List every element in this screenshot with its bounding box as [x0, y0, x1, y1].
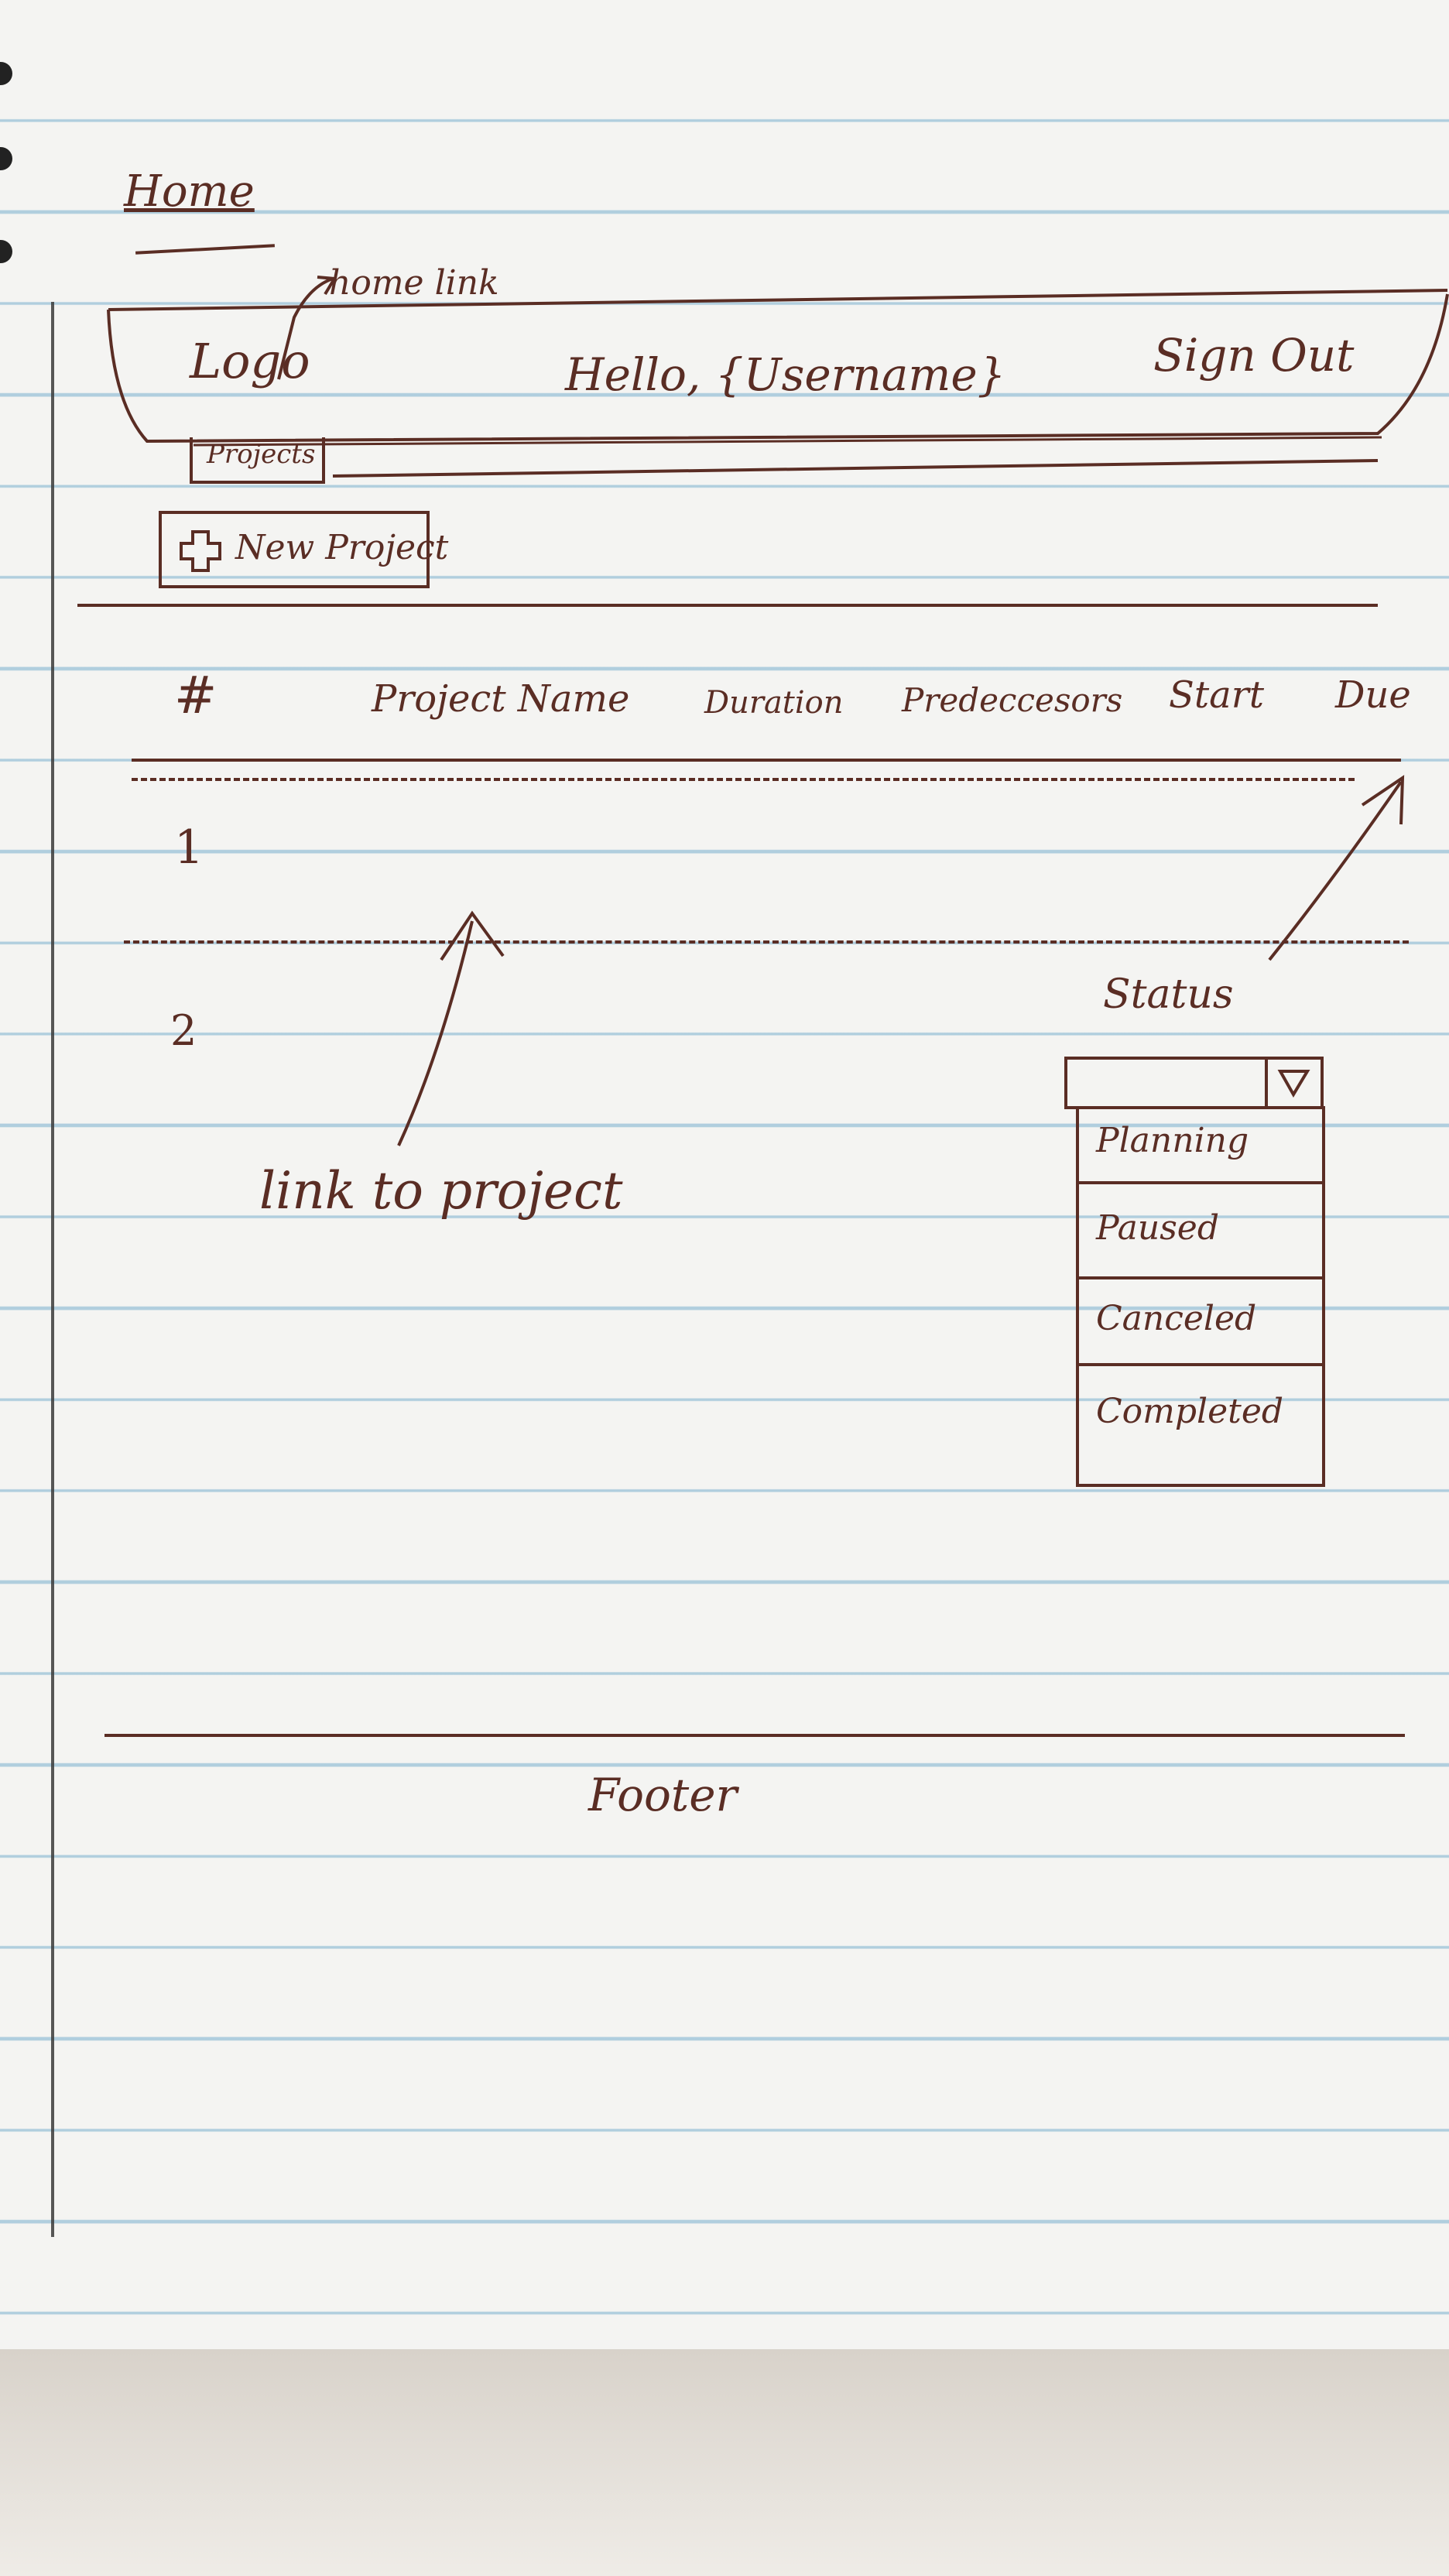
status-option-completed[interactable]: Completed: [1096, 1392, 1284, 1431]
status-option-paused[interactable]: Paused: [1096, 1208, 1219, 1248]
title-underline: [135, 244, 275, 255]
row-separator: [132, 778, 1355, 781]
binder-hole: [0, 240, 12, 263]
tab-projects-label: Projects: [207, 439, 316, 470]
option-divider: [1079, 1276, 1325, 1279]
column-header-number: #: [174, 666, 218, 725]
logo-home-link[interactable]: Logo: [190, 333, 310, 389]
column-header-predecessors: Predeccesors: [902, 681, 1123, 719]
table-row-number: 1: [174, 820, 204, 875]
status-arrow: [1268, 775, 1405, 961]
binder-hole: [0, 147, 12, 170]
footer-label: Footer: [588, 1769, 738, 1821]
new-project-button[interactable]: New Project: [159, 511, 448, 588]
option-divider: [1079, 1363, 1325, 1366]
triangle-down-icon[interactable]: [1276, 1067, 1311, 1098]
home-link-annotation: home link: [329, 263, 499, 303]
option-divider: [1079, 1181, 1325, 1184]
column-header-due: Due: [1335, 673, 1411, 717]
status-dropdown[interactable]: [1064, 1057, 1324, 1109]
tab-projects[interactable]: Projects: [190, 437, 325, 484]
sign-out-link[interactable]: Sign Out: [1153, 329, 1355, 382]
status-option-planning[interactable]: Planning: [1096, 1121, 1249, 1160]
link-to-project-annotation: link to project: [259, 1161, 623, 1221]
plus-icon: [180, 530, 221, 572]
footer-divider: [104, 1734, 1405, 1737]
dropdown-separator: [1265, 1060, 1268, 1106]
notebook-page: Home home link Logo Hello, {Username} Si…: [0, 0, 1449, 2349]
binder-hole: [0, 62, 12, 85]
link-to-project-arrow: [397, 910, 505, 1146]
status-label: Status: [1103, 971, 1234, 1018]
greeting-text: Hello, {Username}: [565, 348, 1006, 401]
content-divider: [77, 604, 1378, 607]
header-bar: [107, 289, 1449, 478]
margin-line: [51, 302, 54, 2237]
page-title: Home: [124, 166, 255, 217]
column-header-project-name: Project Name: [372, 677, 630, 721]
home-link-arrow: [277, 276, 337, 380]
table-header-rule: [132, 759, 1401, 762]
column-header-start: Start: [1169, 673, 1265, 717]
new-project-label: New Project: [235, 528, 449, 567]
column-header-duration: Duration: [704, 685, 844, 721]
desk-surface: [0, 2349, 1449, 2576]
table-row-number: 2: [170, 1006, 197, 1055]
row-separator: [124, 940, 1409, 944]
status-option-canceled[interactable]: Canceled: [1096, 1299, 1257, 1338]
status-options-list: Planning Paused Canceled Completed: [1076, 1106, 1325, 1487]
